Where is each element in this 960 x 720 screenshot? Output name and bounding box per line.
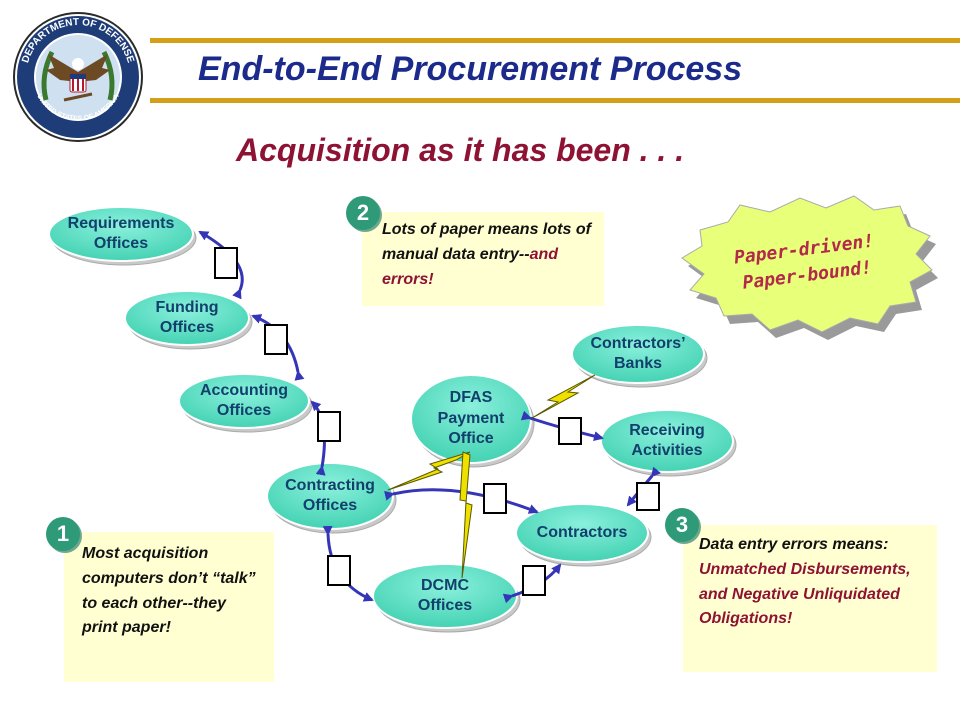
department-of-defense-seal: DEPARTMENT OF DEFENSE UNITED STATES OF A… <box>8 10 148 145</box>
callout-3-note: Data entry errors means: Unmatched Disbu… <box>683 525 937 672</box>
node-dfas-payment-office: DFAS Payment Office <box>437 389 505 448</box>
node-receiving-activities: Receiving Activities <box>629 421 705 459</box>
callout-3-badge: 3 <box>665 508 699 542</box>
page-subtitle: Acquisition as it has been . . . <box>236 132 685 168</box>
callout-1-note: Most acquisition computers don’t “talk” … <box>64 532 274 682</box>
node-shapes <box>48 206 737 633</box>
header-rule-bottom <box>150 98 960 103</box>
paper-documents <box>214 247 660 596</box>
callout-2-badge: 2 <box>346 196 380 230</box>
callout-1-badge: 1 <box>46 517 80 551</box>
node-contractors-banks: Contractors’ Banks <box>590 334 686 372</box>
node-accounting-offices: Accounting Offices <box>200 381 288 419</box>
lightning-bolts <box>387 374 596 579</box>
header-rule-top <box>150 38 960 43</box>
node-requirements-offices: Requirements Offices <box>67 214 175 252</box>
page-title: End-to-End Procurement Process <box>198 50 743 88</box>
callout-2-note: Lots of paper means lots of manual data … <box>362 212 604 306</box>
node-funding-offices: Funding Offices <box>155 298 219 336</box>
paper-burst: Paper-driven! Paper-bound! <box>681 195 938 340</box>
node-dcmc-offices: DCMC Offices <box>417 576 473 614</box>
node-contracting-offices: Contracting Offices <box>285 476 375 514</box>
node-contractors: Contractors <box>536 523 628 541</box>
